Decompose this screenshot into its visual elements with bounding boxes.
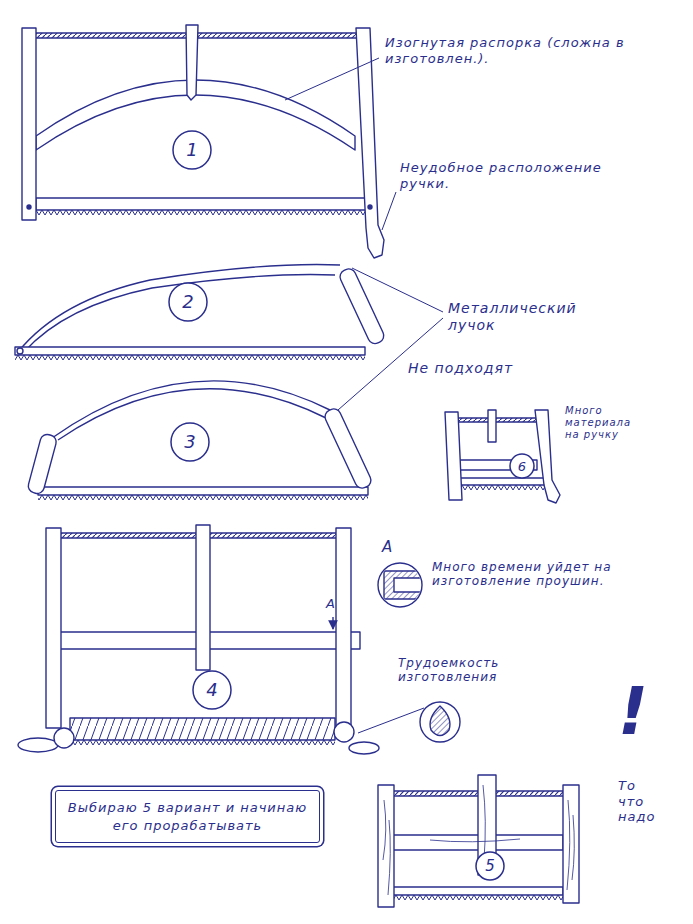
slot-section <box>384 571 420 599</box>
callout-circle-outline <box>169 283 207 321</box>
saw-blade <box>38 487 368 495</box>
saw-variant-2 <box>15 265 386 360</box>
handle <box>18 738 58 752</box>
exclamation-mark: ! <box>618 672 678 751</box>
metal-bow <box>18 265 340 352</box>
pin <box>368 205 372 209</box>
saw-variant-5 <box>378 775 579 907</box>
callout-number-text: 4 <box>206 681 217 699</box>
frame-post <box>46 528 61 728</box>
callout-circle-outline <box>193 671 231 709</box>
leader-line <box>382 192 396 230</box>
metal-bow <box>24 275 335 352</box>
callout-number: 6 <box>509 453 535 479</box>
pin <box>27 205 31 209</box>
frame-post <box>378 785 394 907</box>
nut-section <box>430 706 450 736</box>
frame-post-handle <box>535 410 560 503</box>
detail-letter: А <box>382 538 412 556</box>
toggle-stick <box>488 410 496 442</box>
toggle-stick <box>186 25 198 100</box>
callout-number: 1 <box>172 130 212 170</box>
frame-post <box>336 528 351 728</box>
frame-post <box>22 28 36 220</box>
saw-teeth <box>36 210 368 215</box>
saw-teeth <box>38 495 368 500</box>
section-letter: А <box>326 596 356 612</box>
leader-line <box>352 268 443 312</box>
handle <box>349 742 379 754</box>
callout-number-text: 6 <box>518 460 526 473</box>
callout-number-text: 2 <box>182 293 193 311</box>
saw-teeth <box>393 895 563 900</box>
saw-blade <box>36 198 368 210</box>
annotation-note: Неудобное расположение ручки. <box>400 160 630 191</box>
saw-teeth <box>455 485 548 490</box>
callout-circle-outline <box>510 454 534 478</box>
callout-circle-outline <box>173 131 211 169</box>
callout-number: 5 <box>475 851 505 881</box>
wing-nut <box>54 728 74 748</box>
annotation-note: То что надо <box>618 778 664 825</box>
saw-variant-3 <box>27 381 373 500</box>
handle <box>27 433 58 495</box>
twisted-cord <box>382 791 572 796</box>
saw-blade <box>70 718 335 740</box>
detail-circle <box>378 563 422 607</box>
saw-blade <box>393 887 563 895</box>
handle <box>338 267 386 346</box>
callout-number: 2 <box>168 282 208 322</box>
saw-teeth <box>70 740 335 745</box>
annotation-note: Много времени уйдет на изготовление проу… <box>432 560 672 589</box>
section-arrow <box>332 617 333 629</box>
wood-grain <box>383 785 574 895</box>
leader-lines <box>285 58 443 733</box>
callout-circle-outline <box>476 852 504 880</box>
callout-number: 4 <box>192 670 232 710</box>
callout-number-text: 5 <box>485 859 495 874</box>
pin <box>17 348 23 354</box>
frame-post <box>445 412 462 500</box>
annotation-note: Не подходят <box>408 360 588 377</box>
saw-teeth <box>15 355 365 360</box>
saw-variant-4 <box>18 525 379 754</box>
detail-nut <box>420 702 460 742</box>
saw-variant-1 <box>22 25 384 258</box>
wing-nut <box>334 722 354 742</box>
annotation-note: Металлический лучок <box>448 300 598 334</box>
saw-blade <box>455 478 548 485</box>
callout-number: 3 <box>170 422 210 462</box>
leader-line <box>358 708 424 733</box>
leader-line <box>285 58 379 100</box>
toggle-stick <box>196 525 210 670</box>
annotation-note: Трудоемкость изготовления <box>398 656 533 685</box>
decision-note-box: Выбираю 5 вариант и начинаю его прорабат… <box>55 790 320 843</box>
detail-circle <box>420 702 460 742</box>
callout-number-text: 1 <box>186 141 197 159</box>
handle <box>323 407 373 491</box>
detail-a <box>378 563 422 607</box>
saw-variant-6 <box>445 410 560 503</box>
callout-circle-outline <box>171 423 209 461</box>
annotation-note: Много материала на ручку <box>565 405 640 441</box>
note-text: Выбираю 5 вариант и начинаю его прорабат… <box>66 799 309 834</box>
annotation-note: Изогнутая распорка (сложна в изготовлен.… <box>385 35 655 66</box>
frame-post <box>563 785 579 903</box>
callout-number-text: 3 <box>184 433 195 451</box>
saw-blade <box>15 347 365 355</box>
